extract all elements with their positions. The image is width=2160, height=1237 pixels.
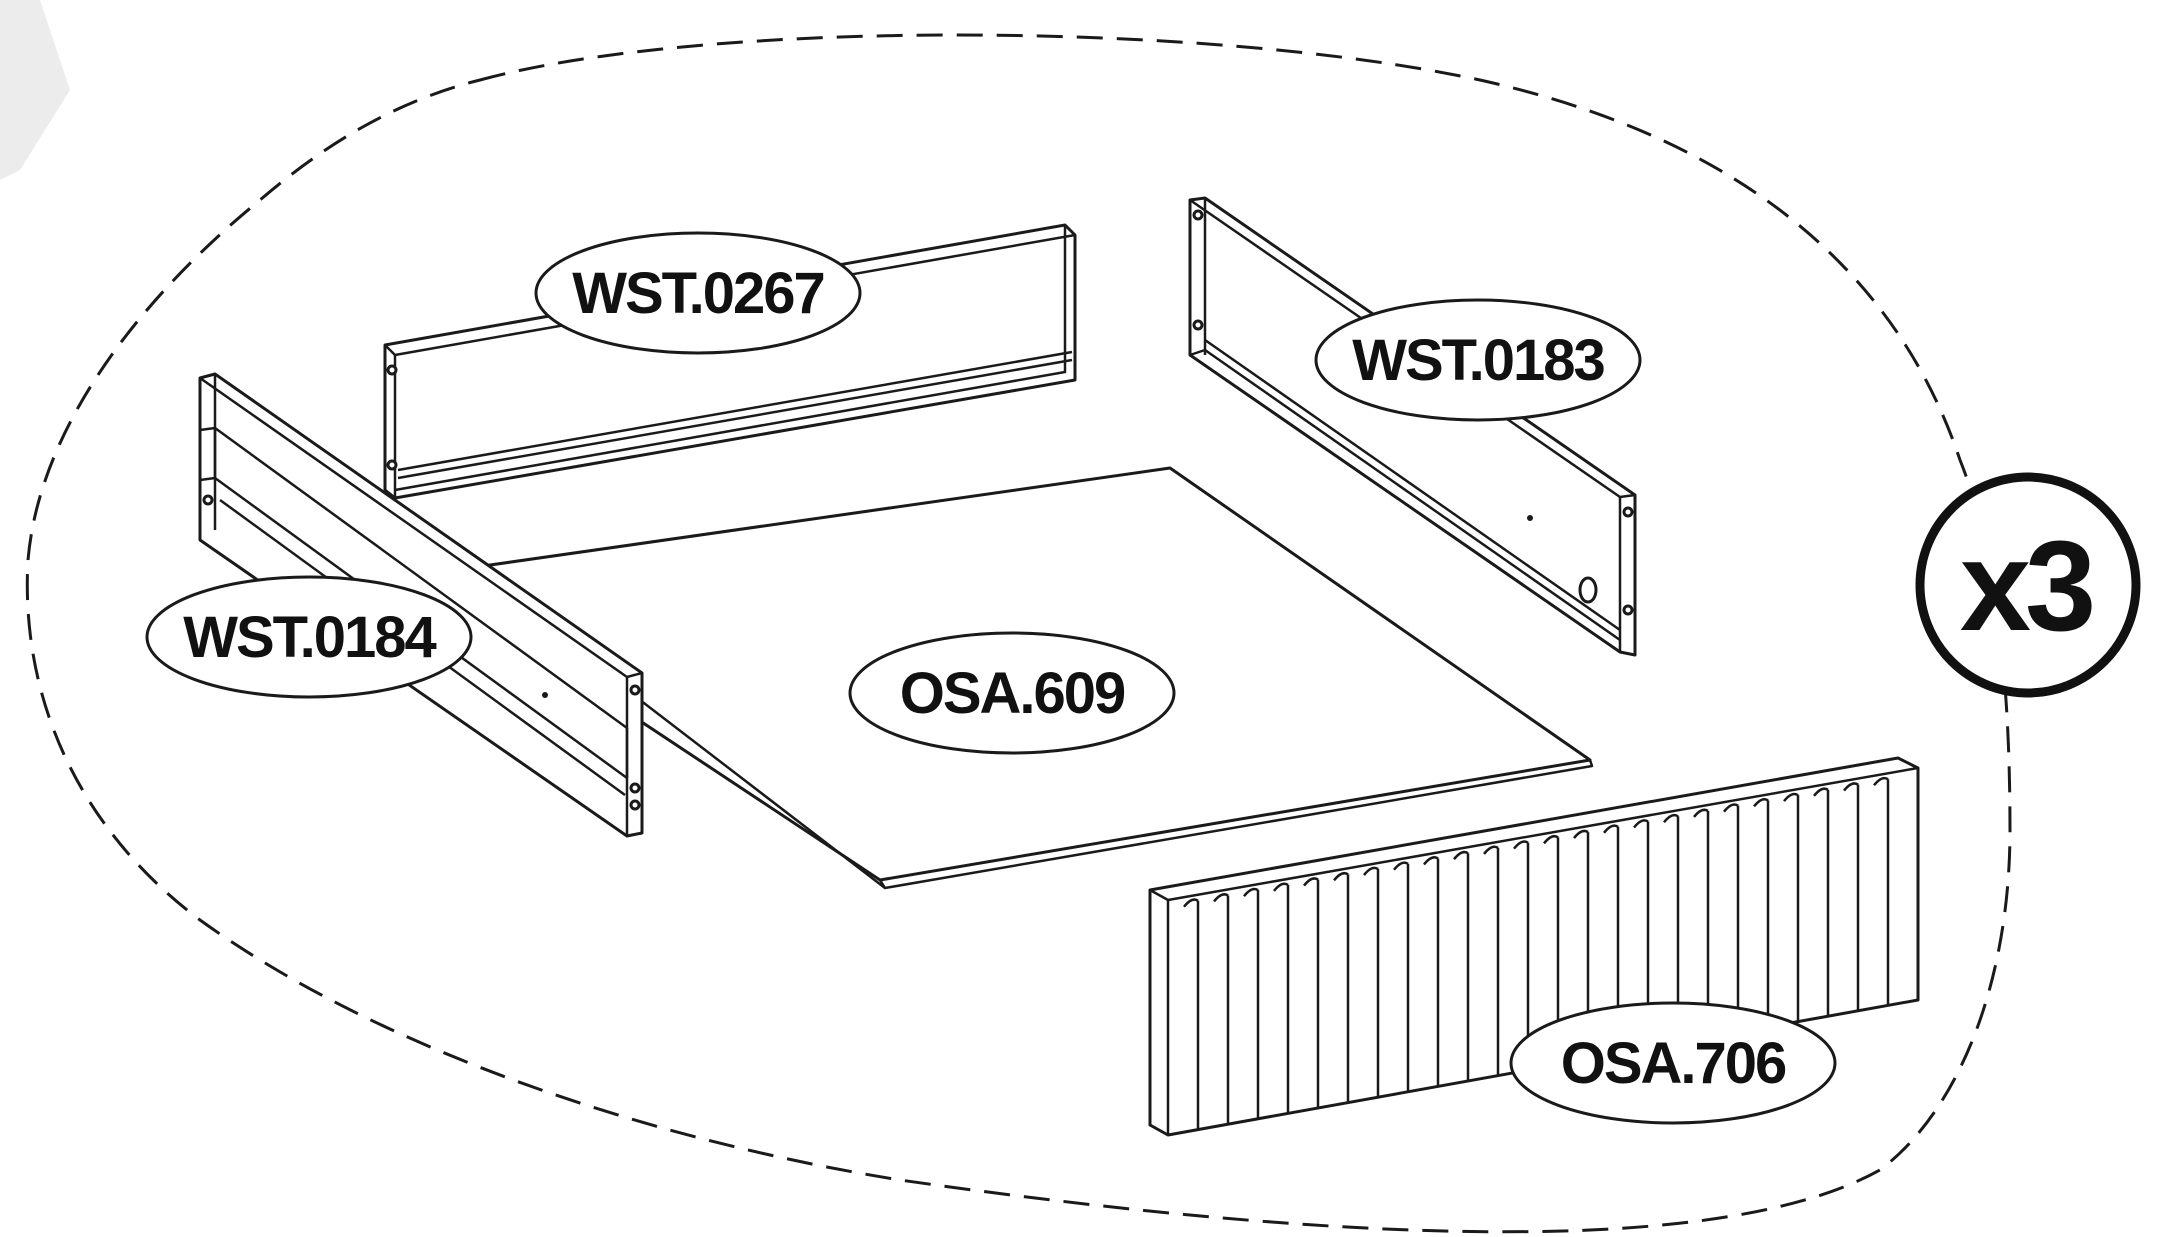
- flute-curve: [1753, 798, 1769, 808]
- flute-curve: [1603, 824, 1619, 834]
- flute-curve: [1723, 803, 1739, 813]
- back-panel: [383, 223, 1077, 500]
- right-side-panel: [1188, 196, 1637, 657]
- corner-shade: [0, 0, 70, 180]
- flute-curve: [1573, 829, 1589, 839]
- flute-curve: [1663, 813, 1679, 824]
- flute-curve: [1813, 787, 1829, 797]
- part-code: WST.0267: [572, 261, 824, 326]
- flute-curve: [1273, 882, 1289, 892]
- part-label-osa-706: OSA.706: [1509, 1001, 1837, 1125]
- part-code: OSA.609: [900, 661, 1125, 726]
- flute-curve: [1483, 845, 1499, 855]
- flute-curve: [1693, 808, 1709, 818]
- quantity-text: x3: [1960, 515, 2092, 658]
- flute-curve: [1543, 834, 1559, 845]
- flute-curve: [1243, 887, 1259, 897]
- part-code: OSA.706: [1561, 1031, 1786, 1096]
- flute-curve: [1453, 850, 1469, 860]
- flute-curve: [1303, 877, 1319, 887]
- part-label-wst-0267: WST.0267: [534, 231, 862, 355]
- flute-curve: [1873, 776, 1889, 787]
- part-label-osa-609: OSA.609: [848, 631, 1176, 755]
- flute-curve: [1843, 782, 1859, 792]
- part-code: WST.0183: [1352, 328, 1604, 393]
- part-code: WST.0184: [183, 605, 436, 670]
- flute-curve: [1183, 898, 1199, 908]
- flute-curve: [1513, 840, 1529, 850]
- flute-curve: [1633, 819, 1649, 829]
- flute-curve: [1363, 866, 1379, 876]
- quantity-badge: x3: [1915, 472, 2141, 698]
- part-label-wst-0184: WST.0184: [145, 575, 473, 699]
- flute-curve: [1333, 871, 1349, 882]
- parts-group-outline: [25, 33, 2012, 1234]
- flute-curve: [1213, 893, 1229, 903]
- flute-curve: [1783, 792, 1799, 802]
- flute-curve: [1393, 861, 1409, 871]
- flute-curve: [1423, 856, 1439, 866]
- part-label-wst-0183: WST.0183: [1314, 298, 1642, 422]
